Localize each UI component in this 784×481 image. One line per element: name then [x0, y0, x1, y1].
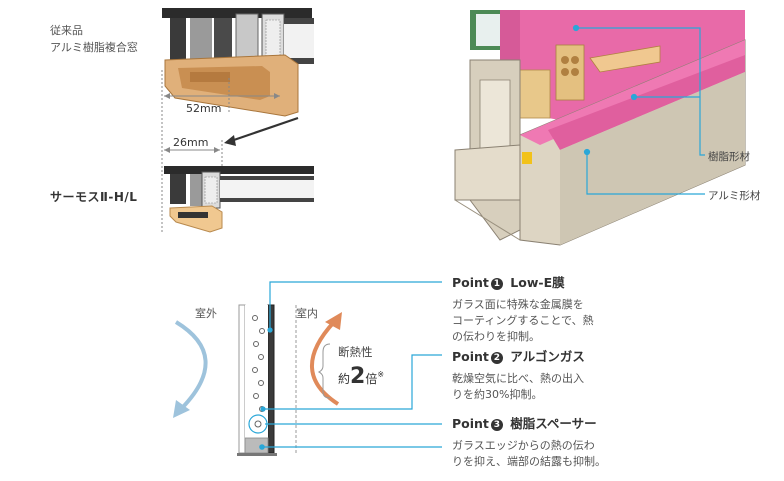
comparison-arrow	[224, 116, 299, 146]
point-1-desc-line1: ガラス面に特殊な金属膜を	[452, 298, 584, 311]
insulation-brace	[317, 343, 331, 399]
point-2-desc-line1: 乾燥空気に比べ、熱の出入	[452, 372, 584, 385]
dimension-lines	[161, 70, 280, 232]
point-3-number: 3	[490, 419, 503, 431]
sash-cutaway	[454, 10, 746, 246]
insulation-heading: 断熱性	[338, 345, 373, 359]
point-3-prefix: Point	[452, 416, 489, 431]
point-1-name: Low-E膜	[510, 275, 565, 290]
insulation-suffix: 倍	[365, 372, 378, 386]
outside-airflow-arrow	[173, 320, 208, 418]
point-3-desc-line1: ガラスエッジからの熱の伝わ	[452, 439, 595, 452]
point-3-name: 樹脂スペーサー	[510, 416, 597, 431]
legacy-label-line2: アルミ樹脂複合窓	[50, 41, 138, 54]
point-1-number: 1	[490, 278, 503, 290]
point-3-desc-line2: りを抑え、端部の結露も抑制。	[452, 455, 606, 468]
point-1-desc-line2: コーティングすることで、熱	[452, 314, 594, 327]
thermos-window-section	[164, 166, 314, 233]
insulation-note-mark: ※	[377, 370, 385, 379]
point-2-name: アルゴンガス	[510, 349, 585, 364]
callout-aluminum-profile: アルミ形材	[708, 190, 761, 202]
glass-unit-schematic	[237, 304, 297, 456]
point-1-desc-line3: の伝わりを抑制。	[452, 330, 540, 343]
argon-bubbles	[252, 315, 265, 412]
label-outside: 室外	[195, 307, 217, 320]
cutaway-callout-lines	[572, 24, 705, 195]
insulation-value: 2	[350, 364, 366, 389]
inside-heat-arrow	[310, 312, 342, 406]
point-1-description: ガラス面に特殊な金属膜を コーティングすることで、熱 の伝わりを抑制。	[452, 297, 594, 345]
thermos-product-name: サーモスⅡ-H/L	[50, 190, 138, 204]
legacy-dimension-label: 52mm	[186, 102, 222, 115]
point-3-description: ガラスエッジからの熱の伝わ りを抑え、端部の結露も抑制。	[452, 438, 606, 470]
callout-resin-profile: 樹脂形材	[708, 151, 750, 163]
legacy-window-section	[162, 8, 314, 117]
insulation-ratio: 約2倍※	[338, 364, 384, 389]
point-callout-lines	[262, 281, 442, 448]
point-2-description: 乾燥空気に比べ、熱の出入 りを約30%抑制。	[452, 371, 585, 403]
thermos-dimension-label: 26mm	[173, 136, 209, 149]
label-inside: 室内	[296, 307, 318, 320]
point-2-desc-line2: りを約30%抑制。	[452, 388, 543, 401]
legacy-label-line1: 従来品	[50, 24, 83, 37]
point-1-prefix: Point	[452, 275, 489, 290]
point-callout-dots	[260, 327, 273, 412]
point-2-number: 2	[490, 352, 503, 364]
point-2-prefix: Point	[452, 349, 489, 364]
insulation-prefix: 約	[338, 372, 351, 386]
legacy-product-label: 従来品 アルミ樹脂複合窓	[50, 22, 138, 56]
